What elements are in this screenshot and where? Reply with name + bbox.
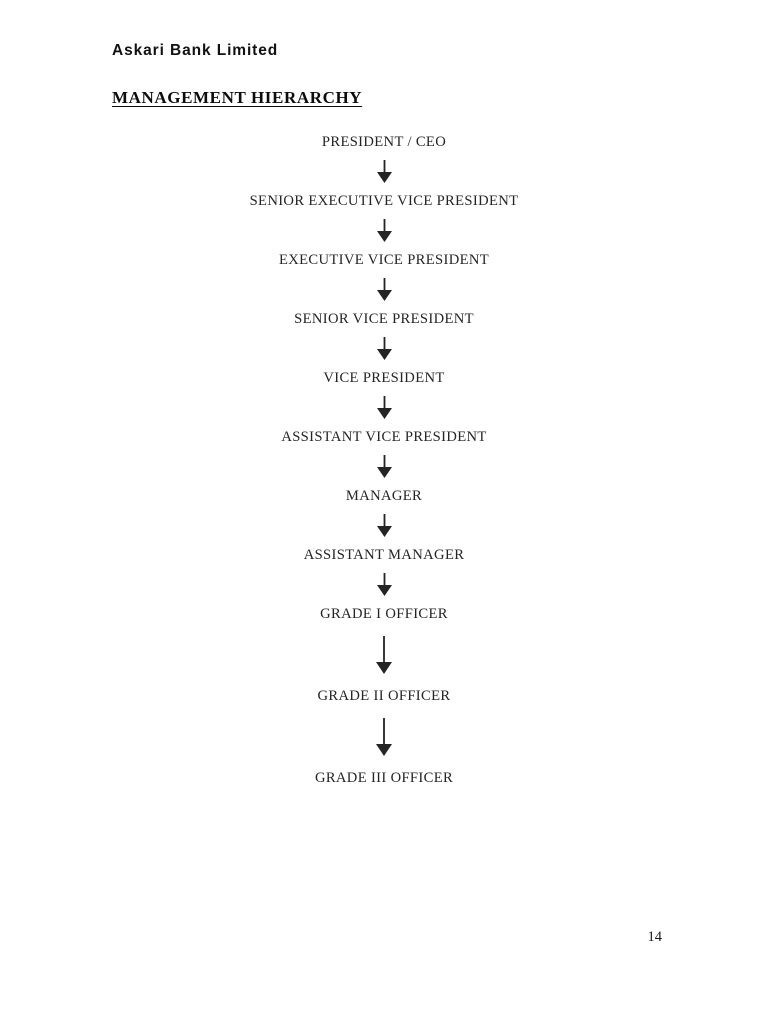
down-arrow-icon: [376, 278, 392, 301]
hierarchy-node: PRESIDENT / CEO: [321, 134, 447, 150]
down-arrow-icon: [376, 455, 392, 478]
hierarchy-node: VICE PRESIDENT: [323, 370, 445, 386]
hierarchy-node: GRADE III OFFICER: [314, 770, 454, 786]
page-title: MANAGEMENT HIERARCHY: [112, 88, 363, 107]
hierarchy-node: SENIOR EXECUTIVE VICE PRESIDENT: [249, 193, 519, 209]
down-arrow-icon: [376, 337, 392, 360]
hierarchy-node: MANAGER: [345, 488, 423, 504]
company-header: Askari Bank Limited: [112, 42, 279, 59]
down-arrow-icon: [376, 219, 392, 242]
hierarchy-node: ASSISTANT MANAGER: [303, 547, 465, 563]
hierarchy-node: EXECUTIVE VICE PRESIDENT: [279, 252, 489, 268]
hierarchy-node: SENIOR VICE PRESIDENT: [294, 311, 474, 327]
down-arrow-icon: [376, 636, 392, 674]
management-hierarchy-chart: PRESIDENT / CEO SENIOR EXECUTIVE VICE PRE…: [0, 132, 768, 788]
down-arrow-icon: [376, 573, 392, 596]
down-arrow-icon: [376, 160, 392, 183]
page-number: 14: [647, 929, 663, 945]
down-arrow-icon: [376, 718, 392, 756]
hierarchy-node: ASSISTANT VICE PRESIDENT: [281, 429, 487, 445]
hierarchy-node: GRADE II OFFICER: [317, 688, 451, 704]
down-arrow-icon: [376, 396, 392, 419]
hierarchy-node: GRADE I OFFICER: [320, 606, 448, 622]
down-arrow-icon: [376, 514, 392, 537]
hierarchy-node-list: PRESIDENT / CEO SENIOR EXECUTIVE VICE PRE…: [0, 132, 768, 788]
